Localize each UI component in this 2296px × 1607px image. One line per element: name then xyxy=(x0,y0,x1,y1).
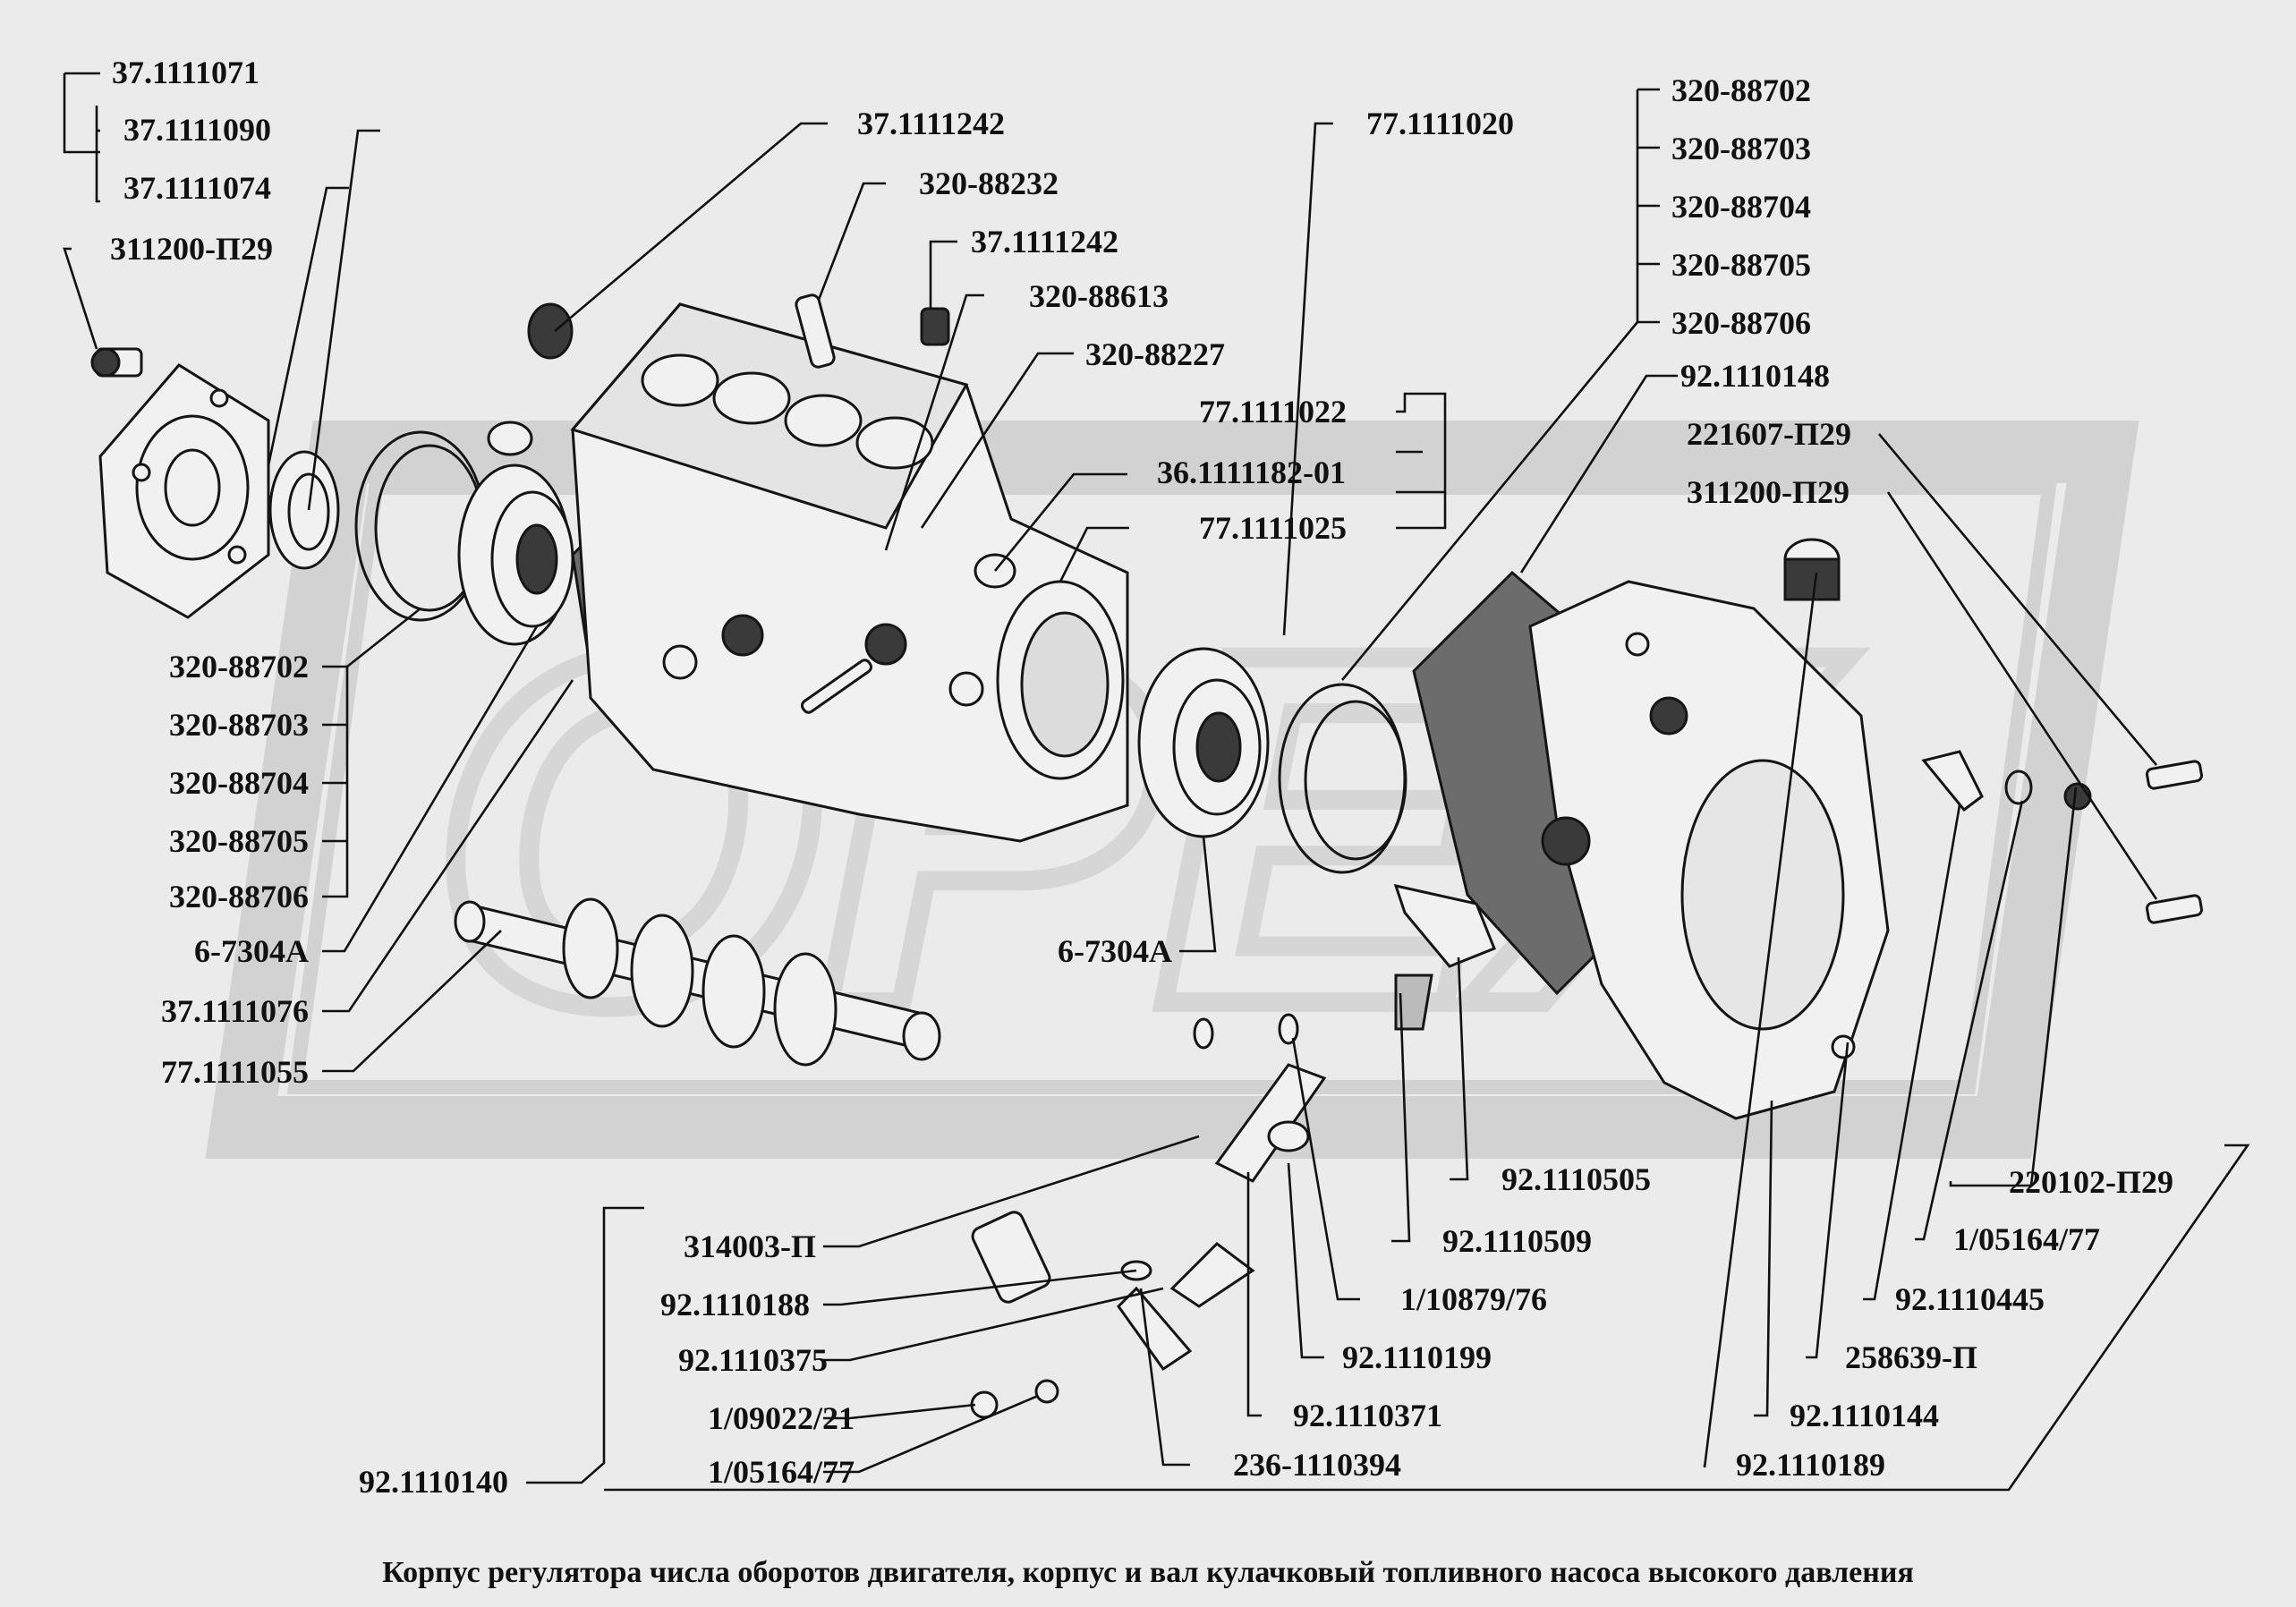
front-cover-flange xyxy=(98,363,270,619)
label-37-1111076: 37.1111076 xyxy=(161,993,309,1029)
label-37-1111074: 37.1111074 xyxy=(123,170,271,206)
label-311200-p29-left: 311200-П29 xyxy=(110,231,273,267)
label-320-88702-left: 320-88702 xyxy=(169,649,309,684)
label-6-7304a-left: 6-7304А xyxy=(194,933,309,969)
shim-rings-center xyxy=(1278,683,1407,874)
label-258639-p: 258639-П xyxy=(1845,1339,1977,1375)
label-37-1111090: 37.1111090 xyxy=(123,112,271,148)
label-37-1111242-b: 37.1111242 xyxy=(971,224,1118,259)
label-320-88702-right: 320-88702 xyxy=(1671,72,1811,108)
label-1-09022-21: 1/09022/21 xyxy=(708,1400,855,1436)
label-320-88705-right: 320-88705 xyxy=(1671,247,1811,283)
label-314003-p: 314003-П xyxy=(684,1229,816,1264)
label-220102-p29: 220102-П29 xyxy=(2009,1164,2173,1200)
label-92-1110445: 92.1110445 xyxy=(1895,1281,2045,1317)
label-77-1111055: 77.1111055 xyxy=(161,1054,309,1090)
pump-housing xyxy=(570,302,1129,843)
label-92-1110371: 92.1110371 xyxy=(1293,1398,1442,1433)
label-320-88232: 320-88232 xyxy=(919,166,1059,201)
bearing-left xyxy=(457,463,574,646)
label-1-05164-77-bottom: 1/05164/77 xyxy=(708,1454,855,1490)
oil-seal-left xyxy=(268,450,340,570)
label-92-1110148: 92.1110148 xyxy=(1680,358,1830,394)
label-92-1110199: 92.1110199 xyxy=(1342,1339,1492,1375)
governor-linkage xyxy=(970,883,1496,1419)
label-77-1111022: 77.1111022 xyxy=(1199,394,1347,429)
label-92-1110509: 92.1110509 xyxy=(1442,1223,1592,1259)
label-320-88703-left: 320-88703 xyxy=(169,707,309,743)
label-92-1110188: 92.1110188 xyxy=(660,1287,810,1322)
label-92-1110140: 92.1110140 xyxy=(359,1464,508,1500)
governor-plug xyxy=(1783,538,1841,601)
label-92-1110189: 92.1110189 xyxy=(1736,1447,1885,1483)
label-6-7304a-center: 6-7304А xyxy=(1058,933,1172,969)
label-92-1110505: 92.1110505 xyxy=(1501,1161,1651,1197)
label-320-88704-left: 320-88704 xyxy=(169,765,309,801)
leader-lines xyxy=(63,72,2250,1492)
right-screws xyxy=(1921,750,2204,924)
housing-studs xyxy=(487,293,1016,714)
label-92-1110144: 92.1110144 xyxy=(1790,1398,1939,1433)
label-320-88706-right: 320-88706 xyxy=(1671,305,1811,341)
label-320-88613: 320-88613 xyxy=(1029,278,1169,314)
label-320-88703-right: 320-88703 xyxy=(1671,131,1811,166)
governor-housing xyxy=(1528,580,1890,1120)
diagram-caption: Корпус регулятора числа оборотов двигате… xyxy=(382,1556,1914,1589)
label-311200-p29-right: 311200-П29 xyxy=(1687,474,1850,510)
camshaft xyxy=(454,897,941,1067)
label-37-1111242-a: 37.1111242 xyxy=(857,106,1005,141)
watermark-logo xyxy=(205,421,2139,1159)
part-labels: 37.1111071 37.1111090 37.1111074 311200-… xyxy=(110,55,2173,1500)
label-236-1110394: 236-1110394 xyxy=(1233,1447,1401,1483)
label-1-10879-76: 1/10879/76 xyxy=(1400,1281,1547,1317)
label-221607-p29: 221607-П29 xyxy=(1687,416,1851,452)
label-320-88705-left: 320-88705 xyxy=(169,823,309,859)
label-320-88227: 320-88227 xyxy=(1085,336,1225,372)
bearing-center xyxy=(1137,647,1270,838)
left-screw xyxy=(90,347,143,378)
parts xyxy=(90,293,2204,1419)
label-77-1111025: 77.1111025 xyxy=(1199,510,1347,546)
label-320-88706-left: 320-88706 xyxy=(169,879,309,914)
label-92-1110375: 92.1110375 xyxy=(678,1342,828,1378)
label-77-1111020: 77.1111020 xyxy=(1366,106,1514,141)
label-1-05164-77-right: 1/05164/77 xyxy=(1953,1221,2100,1257)
label-37-1111071: 37.1111071 xyxy=(112,55,259,90)
label-36-1111182-01: 36.1111182-01 xyxy=(1157,455,1346,490)
label-320-88704-right: 320-88704 xyxy=(1671,189,1811,225)
